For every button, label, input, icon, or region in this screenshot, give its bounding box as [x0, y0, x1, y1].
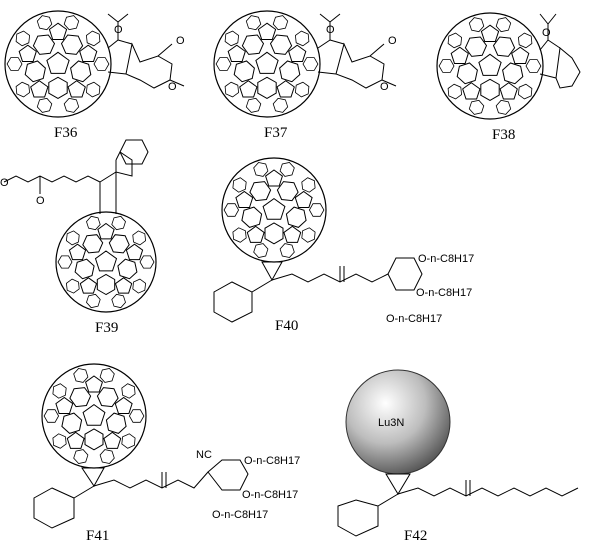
- compound-label: F37: [264, 125, 288, 141]
- oxygen-label: O: [36, 195, 45, 207]
- fullerene-cage: [41, 363, 147, 469]
- substituent-label: O-n-C8H17: [418, 253, 474, 265]
- compound-f39: O O F39: [0, 139, 157, 336]
- compound-f41: NC O-n-C8H17 O-n-C8H17 O-n-C8H17 F41: [33, 363, 300, 544]
- substituent-label: O-n-C8H17: [242, 489, 298, 501]
- compound-f38: O F38: [436, 12, 581, 143]
- oxygen-label: O: [542, 27, 551, 39]
- compound-f36: O O O F36: [4, 10, 185, 141]
- compound-label: F40: [275, 318, 298, 334]
- substituent-label: O-n-C8H17: [416, 287, 472, 299]
- bond-lines: [539, 13, 581, 89]
- bond-lines: [317, 13, 397, 89]
- nitrile-label: NC: [196, 449, 212, 461]
- oxygen-label: O: [380, 81, 389, 93]
- oxygen-label: O: [388, 35, 397, 47]
- compound-label: F39: [95, 320, 118, 336]
- bond-lines: [337, 473, 579, 537]
- oxygen-label: O: [326, 24, 335, 36]
- compound-label: F42: [404, 528, 427, 544]
- bond-lines: [33, 459, 249, 529]
- compound-label: F38: [492, 127, 515, 143]
- endohedral-cluster-label: Lu3N: [378, 417, 404, 429]
- fullerene-cage: [4, 10, 112, 118]
- fullerene-cage: [221, 157, 327, 263]
- compound-f42: Lu3N F42: [337, 369, 579, 544]
- bond-lines: [107, 13, 185, 89]
- oxygen-label: O: [168, 81, 177, 93]
- compound-label: F36: [54, 125, 78, 141]
- substituent-label: O-n-C8H17: [244, 455, 300, 467]
- compound-label: F41: [86, 528, 109, 544]
- substituent-label: O-n-C8H17: [212, 509, 268, 521]
- fullerene-cage: [55, 211, 157, 313]
- fullerene-cage: [213, 10, 321, 118]
- substituent-label: O-n-C8H17: [386, 313, 442, 325]
- oxygen-label: O: [176, 35, 185, 47]
- fullerene-cage: [436, 12, 544, 120]
- bond-lines: [213, 257, 423, 323]
- oxygen-label: O: [0, 177, 9, 189]
- oxygen-label: O: [114, 24, 123, 36]
- bond-lines: [3, 139, 149, 214]
- compound-f37: O O O F37: [213, 10, 397, 141]
- compound-f40: O-n-C8H17 O-n-C8H17 O-n-C8H17 F40: [213, 157, 474, 334]
